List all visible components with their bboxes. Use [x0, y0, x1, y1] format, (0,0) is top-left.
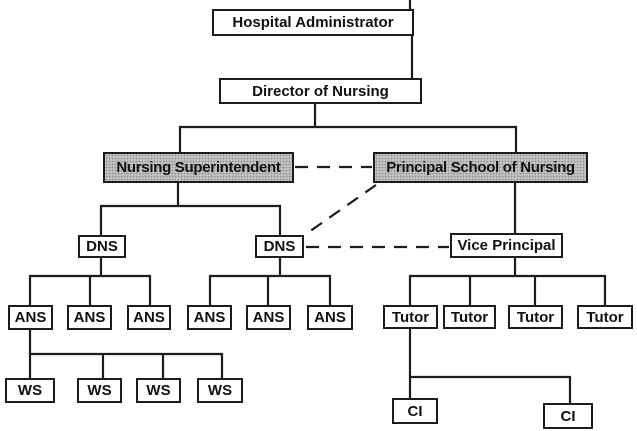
- org-node-hospital-administrator: Hospital Administrator: [212, 9, 414, 36]
- org-node-tutor-2: Tutor: [443, 305, 496, 329]
- org-node-ci-2: CI: [543, 403, 593, 429]
- dashed-connectors: [295, 165, 449, 249]
- org-node-ans-1: ANS: [8, 305, 53, 330]
- org-node-dns-2: DNS: [255, 235, 304, 258]
- org-node-ans-4: ANS: [187, 305, 232, 330]
- org-node-tutor-4: Tutor: [577, 305, 633, 329]
- org-node-ws-1: WS: [5, 378, 55, 403]
- org-node-tutor-1: Tutor: [383, 305, 438, 329]
- org-node-ci-1: CI: [392, 398, 438, 424]
- org-node-nursing-superintendent: Nursing Superintendent: [103, 152, 294, 183]
- org-node-ws-2: WS: [77, 378, 122, 403]
- solid-connectors: [28, 0, 607, 404]
- org-node-principal-school-of-nursing: Principal School of Nursing: [373, 152, 588, 183]
- org-node-vice-principal: Vice Principal: [450, 233, 563, 258]
- org-node-director-of-nursing: Director of Nursing: [219, 78, 422, 104]
- org-node-ans-2: ANS: [67, 305, 112, 330]
- org-node-ws-4: WS: [197, 378, 243, 403]
- org-node-ws-3: WS: [136, 378, 181, 403]
- org-node-tutor-3: Tutor: [508, 305, 563, 329]
- org-node-ans-3: ANS: [127, 305, 171, 330]
- org-node-dns-1: DNS: [78, 235, 126, 258]
- org-node-ans-5: ANS: [246, 305, 291, 330]
- org-node-ans-6: ANS: [307, 305, 353, 330]
